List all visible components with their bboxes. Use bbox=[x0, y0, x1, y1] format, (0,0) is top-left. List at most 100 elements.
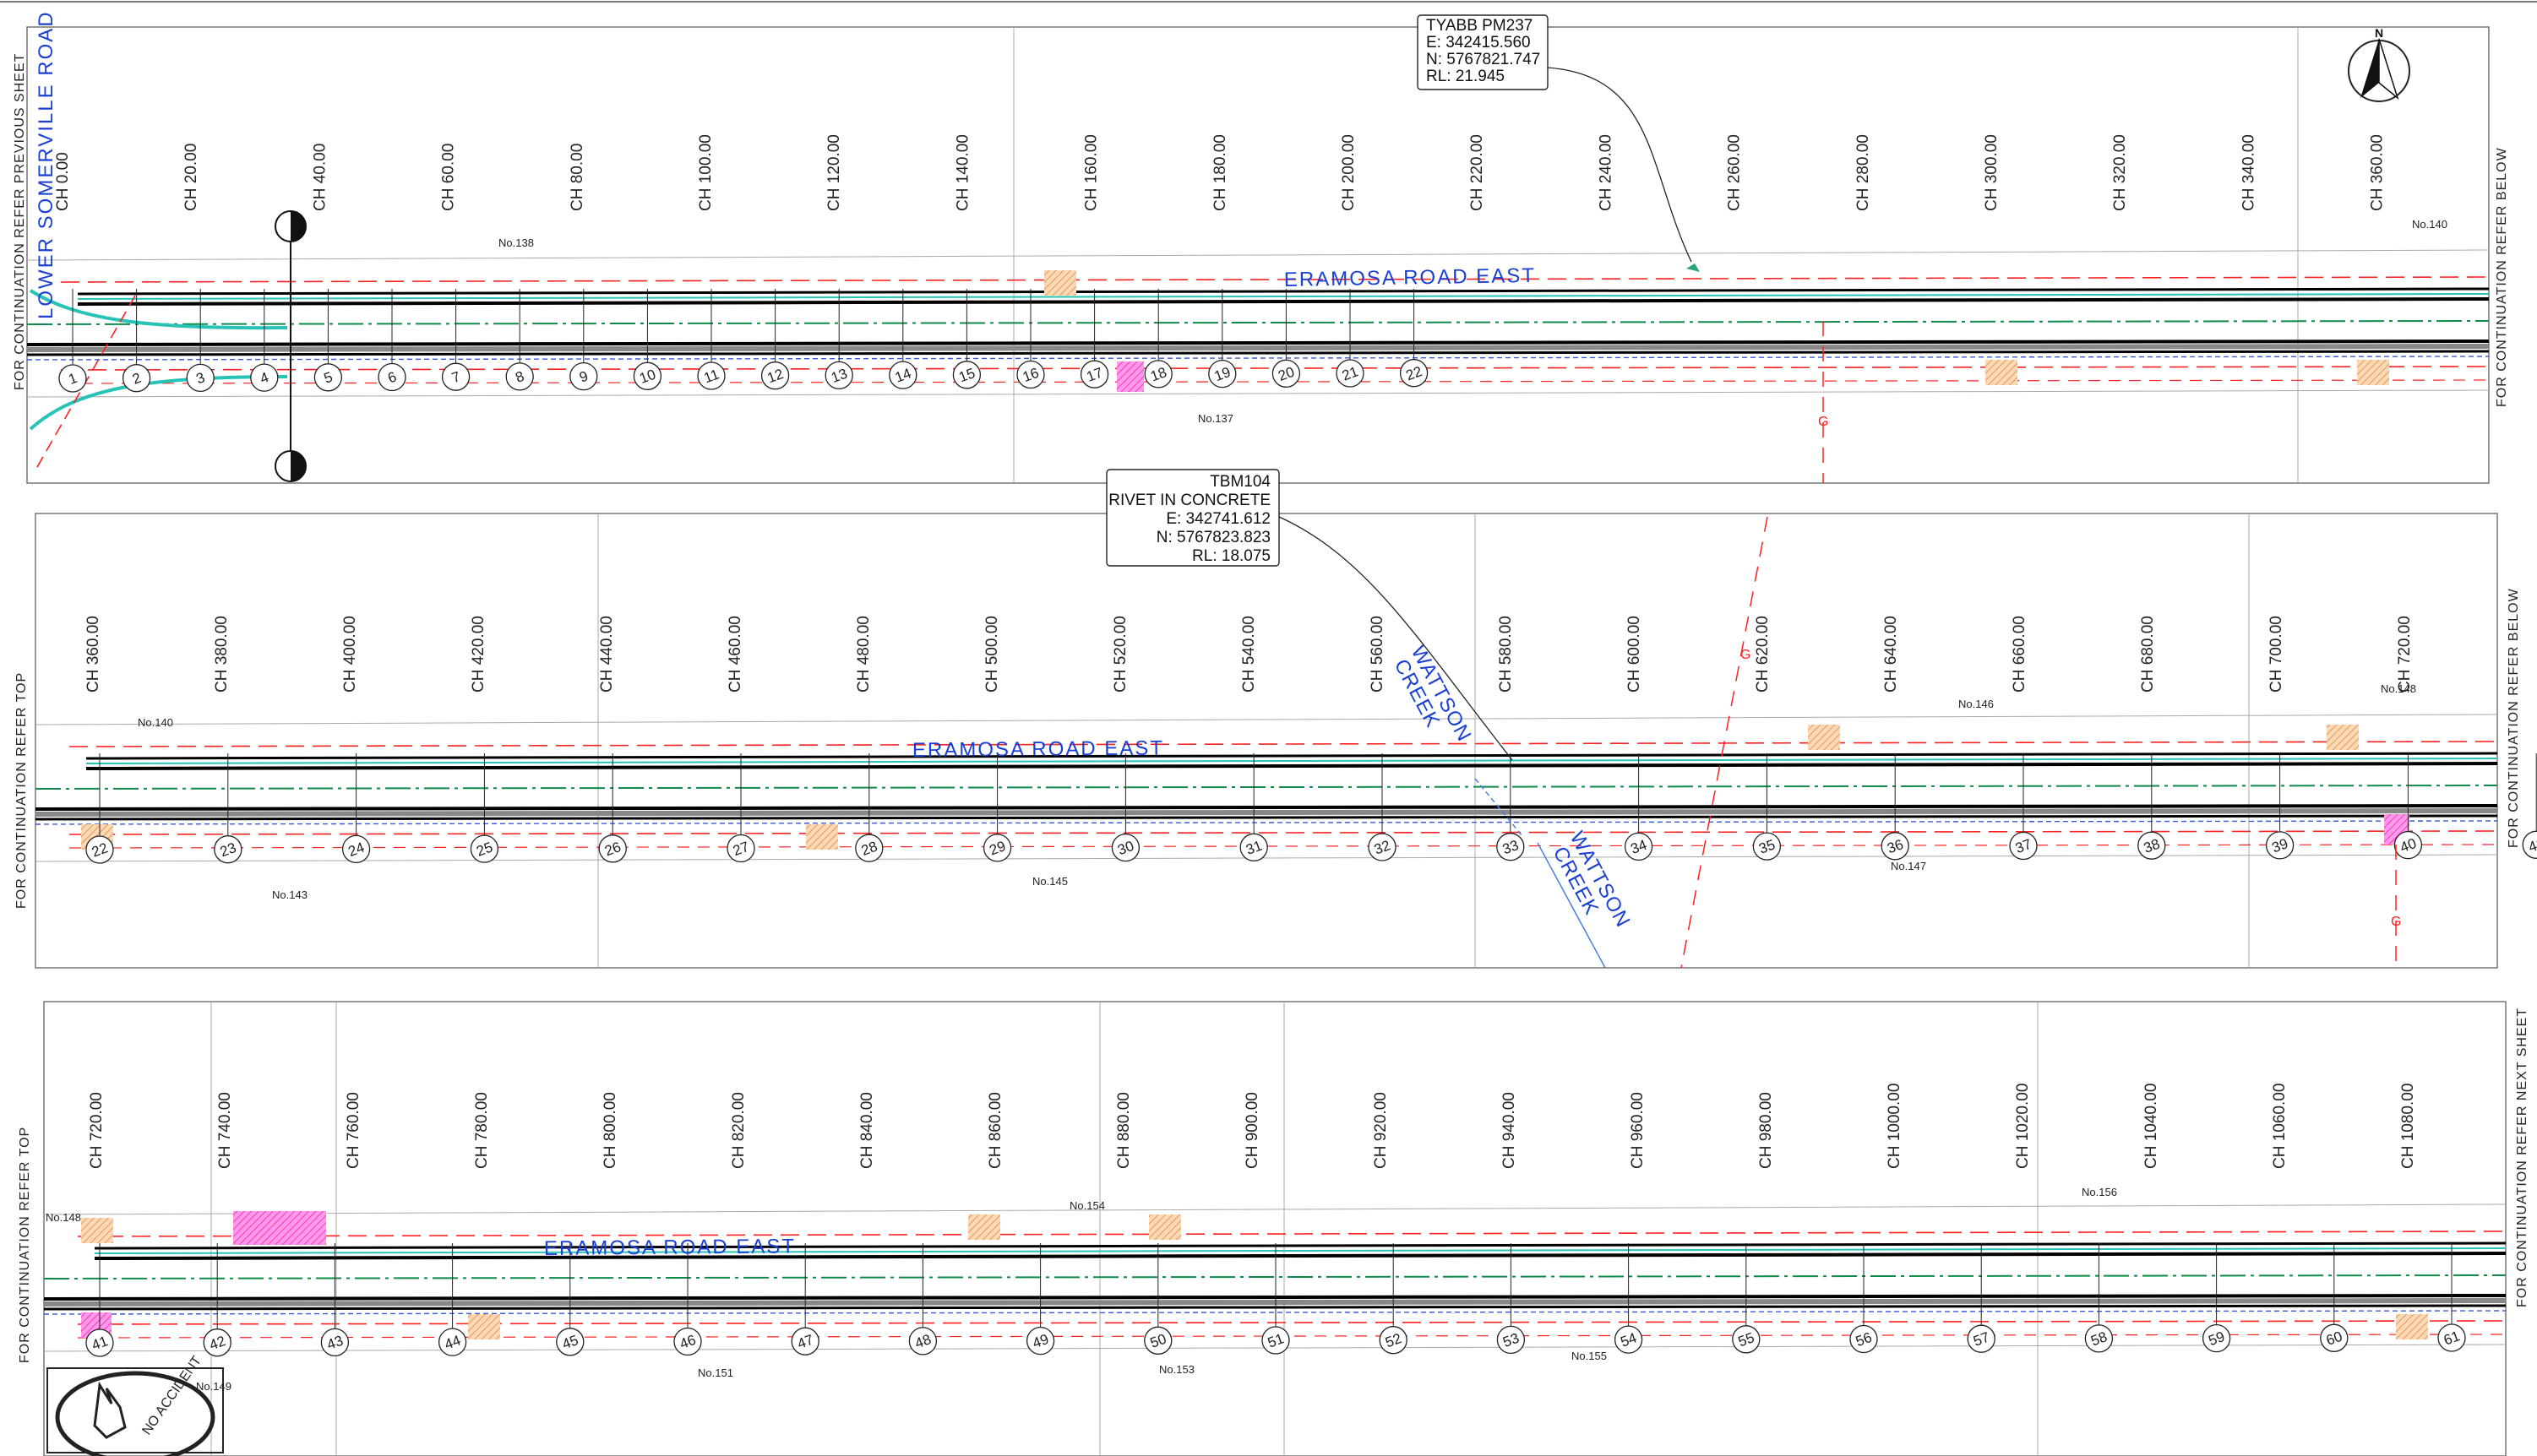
side-road-kerb bbox=[29, 375, 288, 431]
chainage-label: CH 1080.00 bbox=[2399, 1084, 2417, 1169]
station-marker: 19 bbox=[1208, 289, 1237, 388]
telecom-line bbox=[77, 1320, 2507, 1325]
property-boundary-line bbox=[26, 249, 2490, 261]
benchmark-tbm-line: RIVET IN CONCRETE bbox=[1108, 492, 1271, 509]
water-main-line bbox=[60, 276, 2490, 283]
station-marker: 48 bbox=[908, 1243, 938, 1355]
station-marker: 12 bbox=[760, 289, 790, 390]
station-marker: 1 bbox=[58, 289, 87, 393]
chainage-label: CH 580.00 bbox=[1497, 616, 1515, 693]
chainage-label: CH 460.00 bbox=[727, 616, 744, 693]
kerb-line bbox=[43, 1298, 2507, 1307]
north-label: N bbox=[2375, 26, 2383, 40]
row3-chainage-labels: CH 720.00 CH 740.00 CH 760.00 CH 780.00 CH 8… bbox=[88, 1084, 2417, 1169]
station-marker: 41 bbox=[85, 1243, 114, 1357]
road-edge-line bbox=[85, 752, 2498, 760]
station-marker: 55 bbox=[1732, 1243, 1761, 1354]
benchmark-pm-line: E: 342415.560 bbox=[1426, 34, 1531, 52]
station-marker: 58 bbox=[2084, 1243, 2114, 1353]
lot-label: No.145 bbox=[1032, 875, 1068, 888]
section-marker-fill bbox=[291, 211, 306, 242]
road-edge-line bbox=[35, 804, 2498, 811]
chainage-label: CH 760.00 bbox=[345, 1092, 362, 1169]
chainage-label: CH 860.00 bbox=[987, 1092, 1004, 1169]
property-boundary-line bbox=[43, 1203, 2507, 1215]
chainage-label: CH 900.00 bbox=[1244, 1092, 1261, 1169]
chainage-label: CH 820.00 bbox=[730, 1092, 748, 1169]
benchmark-tbm-line: E: 342741.612 bbox=[1166, 510, 1271, 528]
chainage-label: CH 640.00 bbox=[1882, 616, 1900, 693]
property-boundary-line bbox=[26, 389, 2490, 398]
chainage-label: CH 680.00 bbox=[2139, 616, 2157, 693]
chainage-label: CH 120.00 bbox=[825, 134, 843, 211]
chainage-label: CH 520.00 bbox=[1112, 616, 1130, 693]
station-marker: 11 bbox=[697, 289, 726, 390]
station-marker: 43 bbox=[320, 1243, 350, 1357]
chainage-label: CH 380.00 bbox=[213, 616, 231, 693]
property-boundary-line bbox=[35, 854, 2498, 862]
chainage-label: CH 560.00 bbox=[1369, 616, 1386, 693]
svg-text:G: G bbox=[2391, 915, 2401, 929]
benchmark-tbm-line: N: 5767823.823 bbox=[1157, 529, 1271, 546]
station-marker: 52 bbox=[1379, 1243, 1407, 1355]
row3-frame bbox=[43, 1001, 2507, 1456]
continuation-label: FOR CONTINUATION REFER BELOW bbox=[2495, 147, 2509, 407]
road-name-label: ERAMOSA ROAD EAST bbox=[1284, 264, 1536, 291]
chainage-label: CH 300.00 bbox=[1983, 134, 2001, 211]
station-marker: 53 bbox=[1496, 1243, 1526, 1355]
benchmark-pm-callout: TYABB PM237 E: 342415.560 N: 5767821.747… bbox=[1417, 14, 1700, 272]
chainage-label: CH 620.00 bbox=[1754, 616, 1772, 693]
station-marker: 21 bbox=[1336, 289, 1364, 388]
chainage-label: CH 160.00 bbox=[1083, 134, 1101, 211]
chainage-label: CH 880.00 bbox=[1115, 1092, 1133, 1169]
driveway-crossover bbox=[806, 824, 838, 850]
chainage-label: CH 660.00 bbox=[2011, 616, 2028, 693]
station-marker: 30 bbox=[1111, 753, 1141, 862]
station-marker: 18 bbox=[1144, 289, 1173, 388]
road-name-label: ERAMOSA ROAD EAST bbox=[912, 736, 1164, 762]
lot-label: No.147 bbox=[1891, 860, 1926, 872]
kerb-line bbox=[35, 808, 2498, 817]
chainage-label: CH 920.00 bbox=[1372, 1092, 1390, 1169]
road-edge-line bbox=[43, 1304, 2507, 1311]
chainage-label: CH 180.00 bbox=[1211, 134, 1229, 211]
station-marker: 38 bbox=[2137, 753, 2166, 860]
chainage-label: CH 240.00 bbox=[1597, 134, 1614, 211]
lot-label: No.148 bbox=[46, 1211, 81, 1224]
svg-text:G: G bbox=[1818, 415, 1828, 429]
lot-label: No.137 bbox=[1198, 412, 1233, 425]
continuation-label: FOR CONTINUATION REFER PREVIOUS SHEET bbox=[13, 53, 27, 390]
lot-label: No.146 bbox=[1958, 698, 1994, 710]
chainage-label: CH 720.00 bbox=[88, 1092, 106, 1169]
chainage-label: CH 340.00 bbox=[2240, 134, 2257, 211]
water-main-line bbox=[68, 741, 2498, 747]
chainage-label: CH 780.00 bbox=[473, 1092, 491, 1169]
kerb-line bbox=[77, 293, 2490, 300]
chainage-label: CH 960.00 bbox=[1629, 1092, 1647, 1169]
road-edge-line bbox=[77, 297, 2490, 306]
chainage-label: CH 720.00 bbox=[2396, 616, 2414, 693]
benchmark-pm-line: N: 5767821.747 bbox=[1426, 51, 1540, 68]
driveway-crossover bbox=[968, 1214, 1000, 1240]
chainage-label: CH 1040.00 bbox=[2142, 1084, 2160, 1169]
chainage-label: CH 740.00 bbox=[216, 1092, 234, 1169]
station-marker: 60 bbox=[2320, 1243, 2349, 1352]
station-marker: 14 bbox=[889, 289, 917, 389]
drain-line bbox=[35, 820, 2498, 825]
chainage-label: CH 40.00 bbox=[311, 144, 329, 211]
chainage-label: CH 1020.00 bbox=[2014, 1084, 2032, 1169]
continuation-label: FOR CONTINUATION REFER NEXT SHEET bbox=[2515, 1008, 2529, 1307]
chainage-label: CH 1000.00 bbox=[1886, 1084, 1903, 1169]
chainage-label: CH 540.00 bbox=[1240, 616, 1258, 693]
kerb-line bbox=[94, 1247, 2507, 1254]
water-main-line bbox=[77, 1231, 2507, 1237]
chainage-label: CH 100.00 bbox=[697, 134, 715, 211]
chainage-label: CH 360.00 bbox=[84, 616, 102, 693]
station-marker: 46 bbox=[673, 1243, 702, 1356]
benchmark-tbm-line: RL: 18.075 bbox=[1192, 547, 1271, 565]
kerb-line bbox=[26, 344, 2490, 352]
row1-lot-labels: No.138 No.137 No.140 bbox=[498, 218, 2447, 425]
